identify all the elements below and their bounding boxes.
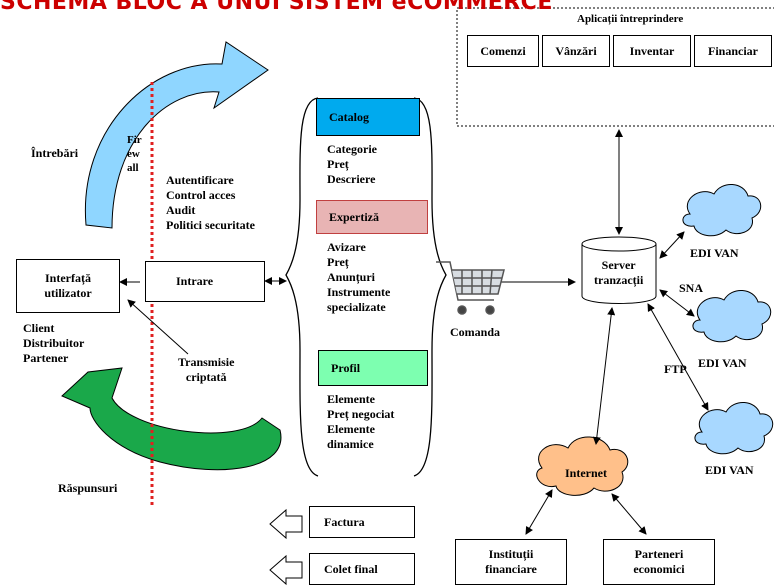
arrow-server-edi1	[659, 231, 685, 259]
app-inventar: Inventar	[613, 35, 691, 67]
security-list: Autentificare Control acces Audit Politi…	[166, 173, 255, 232]
response-arrow	[61, 367, 282, 471]
app-comenzi: Comenzi	[467, 35, 539, 67]
arrow-internet-institutii	[525, 489, 553, 535]
raspunsuri-label: Răspunsuri	[58, 481, 118, 495]
edi-van-3: EDI VAN	[705, 463, 754, 477]
cloud-edi-van-3	[694, 402, 774, 455]
ftp-label: FTP	[664, 362, 687, 376]
intrare-box: Intrare	[145, 261, 265, 302]
colet-arrow-icon	[269, 554, 303, 586]
parteneri-box: Parteneri economici	[603, 539, 715, 585]
arrow-transmisie	[127, 299, 189, 355]
server-cylinder	[581, 236, 657, 304]
edi-van-1: EDI VAN	[690, 246, 739, 260]
firewall-label: Fir ew all	[127, 134, 142, 174]
arrow-internet-parteneri	[611, 493, 647, 535]
arrow-server-internet	[592, 307, 616, 445]
expertiza-items: Avizare Preț Anunțuri Instrumente specia…	[327, 240, 391, 314]
profil-items: Elemente Preț negociat Elemente dinamice	[327, 392, 395, 451]
cloud-edi-van-1	[682, 184, 762, 237]
expertiza-header: Expertiză	[316, 200, 428, 234]
catalog-header: Catalog	[316, 98, 420, 136]
internet-label: Internet	[565, 466, 607, 480]
sna-label: SNA	[679, 281, 704, 295]
profil-header: Profil	[318, 350, 428, 386]
edi-van-2: EDI VAN	[698, 356, 747, 370]
transmisie-label: Transmisie criptată	[178, 355, 235, 384]
right-brace	[413, 97, 447, 477]
app-financiar: Financiar	[694, 35, 772, 67]
interface-box: Interfață utilizator	[16, 259, 120, 313]
arrow-server-edi3	[647, 303, 709, 411]
colet-box: Colet final	[309, 553, 415, 585]
enterprise-title: Aplicații întreprindere	[577, 13, 684, 25]
catalog-items: Categorie Preț Descriere	[327, 142, 377, 186]
factura-arrow-icon	[269, 508, 303, 540]
cloud-internet	[536, 436, 629, 496]
request-arrow	[84, 41, 269, 229]
server-label: Server tranzacții	[594, 258, 644, 287]
shopping-cart-icon	[436, 261, 505, 315]
app-vanzari: Vânzări	[542, 35, 610, 67]
cloud-edi-van-2	[692, 290, 772, 343]
page-title: SCHEMA BLOC A UNUI SISTEM eCOMMERCE	[0, 0, 553, 15]
intrebari-label: Întrebări	[31, 146, 79, 160]
users-list: Client Distribuitor Partener	[23, 321, 85, 365]
enterprise-panel	[456, 7, 774, 127]
factura-box: Factura	[309, 506, 415, 538]
comanda-label: Comanda	[450, 325, 501, 339]
institutii-box: Instituții financiare	[455, 539, 567, 585]
left-brace	[285, 97, 319, 477]
